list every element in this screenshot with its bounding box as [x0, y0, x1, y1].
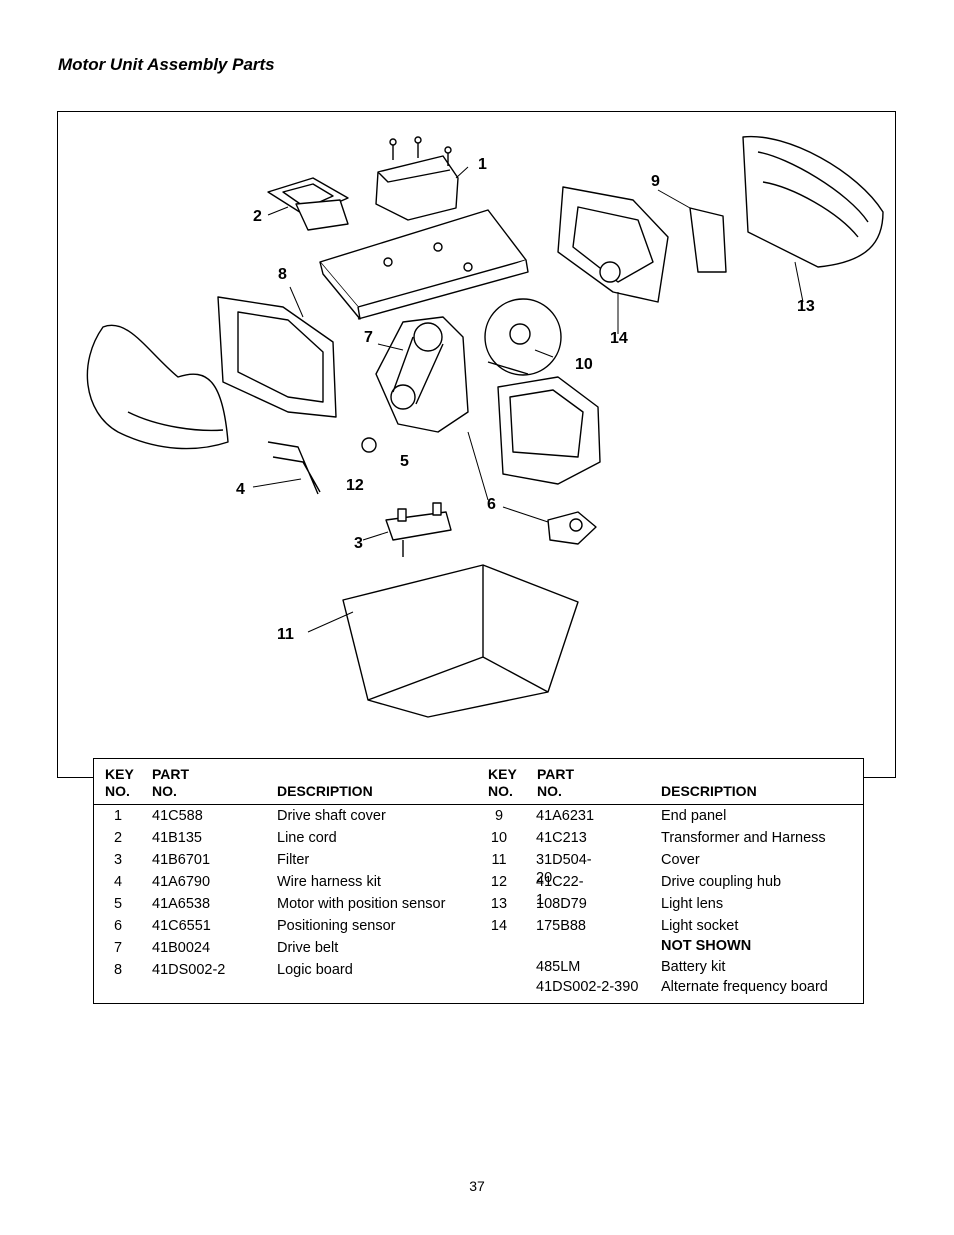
cover-drawing: [342, 564, 579, 718]
transformer-drawing: [484, 298, 562, 376]
mounting-plate-drawing: [319, 209, 529, 320]
motor-housing-drawing: [497, 376, 601, 485]
positioning-sensor-drawing: [547, 511, 597, 545]
callout-7: 7: [364, 329, 373, 346]
leader-lines: [252, 166, 804, 633]
drive-coupling-hub-drawing: [361, 437, 377, 453]
filter-drawing: [385, 502, 452, 557]
exploded-parts-diagram: [58, 112, 895, 757]
logic-board-drawing: [217, 296, 337, 418]
callout-2: 2: [253, 208, 262, 225]
not-shown-label: NOT SHOWN: [661, 938, 752, 954]
callout-12: 12: [346, 477, 364, 494]
parts-illustration: [86, 135, 884, 718]
section-title: Motor Unit Assembly Parts: [58, 55, 275, 74]
motor-drawing: [375, 316, 469, 433]
callout-3: 3: [354, 535, 363, 552]
callout-8: 8: [278, 266, 287, 283]
callout-5: 5: [400, 453, 409, 470]
callout-1: 1: [478, 156, 487, 173]
drive-shaft-cover-drawing: [375, 136, 459, 221]
end-panel-drawing: [557, 186, 727, 303]
header-description: DESCRIPTION: [277, 783, 373, 799]
callout-9: 9: [651, 173, 660, 190]
callout-6: 6: [487, 496, 496, 513]
line-cord-drawing: [267, 177, 349, 231]
callout-14: 14: [610, 330, 628, 347]
page-number: 37: [469, 1178, 485, 1194]
left-lens-drawing: [86, 324, 229, 450]
light-lens-drawing: [742, 135, 884, 268]
callout-4: 4: [236, 481, 245, 498]
callout-13: 13: [797, 298, 815, 315]
header-description-right: DESCRIPTION: [661, 783, 757, 799]
callout-10: 10: [575, 356, 593, 373]
wire-harness-drawing: [267, 441, 321, 495]
callout-11: 11: [277, 626, 294, 643]
